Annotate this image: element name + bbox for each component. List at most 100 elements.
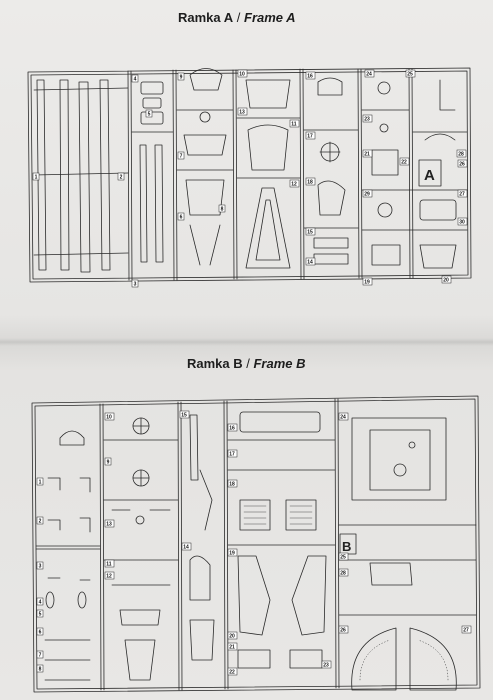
page-fold <box>0 338 493 346</box>
part-number-label: 1 <box>39 480 42 486</box>
part-label-box <box>104 412 115 421</box>
part-label-box <box>145 109 153 118</box>
part-label-box <box>104 559 115 568</box>
frame-b-letter: B <box>342 539 351 554</box>
part-label-box <box>338 568 349 577</box>
part-label-box <box>227 548 238 557</box>
part-label-box <box>305 257 316 266</box>
part-label-box <box>364 69 375 78</box>
part-number-label: 7 <box>180 154 183 160</box>
part-label-box <box>362 149 373 158</box>
part-number-label: 20 <box>229 634 235 640</box>
part-number-label: 21 <box>229 645 235 651</box>
part-label-box <box>237 107 248 116</box>
part-label-box <box>362 189 373 198</box>
part-label-box <box>321 660 332 669</box>
part-number-label: 8 <box>39 667 42 673</box>
part-label-box <box>104 457 112 466</box>
frame-a-letter: A <box>424 167 435 184</box>
part-number-label: 28 <box>340 571 346 577</box>
part-label-box <box>227 631 238 640</box>
part-label-box <box>456 149 467 158</box>
part-number-label: 19 <box>229 551 235 557</box>
part-label-box <box>218 204 226 213</box>
part-number-label: 5 <box>39 612 42 618</box>
part-number-label: 19 <box>364 280 370 286</box>
part-label-box <box>362 277 373 286</box>
part-label-box <box>461 625 472 634</box>
part-label-box <box>227 423 238 432</box>
part-number-label: 25 <box>340 555 346 561</box>
part-label-box <box>179 410 190 419</box>
part-label-box <box>36 627 44 636</box>
part-label-box <box>104 519 115 528</box>
part-label-box <box>36 516 44 525</box>
part-label-box <box>36 664 44 673</box>
part-number-label: 12 <box>291 182 297 188</box>
part-number-label: 28 <box>458 152 464 158</box>
part-label-box <box>104 571 115 580</box>
part-label-box <box>305 227 316 236</box>
part-label-box <box>117 172 125 181</box>
part-number-label: 9 <box>180 75 183 81</box>
part-number-label: 7 <box>39 653 42 659</box>
part-number-label: 22 <box>229 670 235 676</box>
part-number-label: 23 <box>323 663 329 669</box>
part-number-label: 26 <box>459 162 465 168</box>
part-label-box <box>305 131 316 140</box>
part-number-label: 1 <box>35 175 38 181</box>
part-number-label: 14 <box>183 545 189 551</box>
part-label-box <box>399 157 410 166</box>
frame-b-title-en: Frame B <box>253 356 306 371</box>
part-number-label: 5 <box>148 112 151 118</box>
frame-b-title-separator: / <box>242 356 254 371</box>
part-label-box <box>32 172 40 181</box>
part-label-box <box>457 217 468 226</box>
part-number-label: 18 <box>229 482 235 488</box>
part-label-box <box>405 69 416 78</box>
part-label-box <box>177 212 185 221</box>
part-number-label: 10 <box>239 72 245 78</box>
part-number-label: 16 <box>307 74 313 80</box>
part-label-box <box>227 449 238 458</box>
part-label-box <box>457 189 468 198</box>
part-label-box <box>227 667 238 676</box>
part-label-box <box>305 71 316 80</box>
frame-a-title-pl: Ramka A <box>178 10 234 25</box>
part-number-label: 4 <box>134 77 137 83</box>
part-label-box <box>305 177 316 186</box>
part-label-box <box>441 275 452 284</box>
part-label-box <box>131 74 139 83</box>
frame-a-title-separator: / <box>233 10 244 25</box>
part-label-box <box>177 72 185 81</box>
frame-a-sprue <box>27 67 472 283</box>
part-number-label: 18 <box>307 180 313 186</box>
part-number-label: 29 <box>364 192 370 198</box>
part-number-label: 4 <box>39 600 42 606</box>
part-label-box <box>362 114 373 123</box>
part-number-label: 17 <box>229 452 235 458</box>
part-number-label: 11 <box>106 562 112 568</box>
part-label-box <box>338 412 349 421</box>
part-number-label: 24 <box>366 72 372 78</box>
part-label-box <box>36 609 44 618</box>
part-number-label: 10 <box>106 415 112 421</box>
part-label-box <box>289 119 300 128</box>
part-label-box <box>36 650 44 659</box>
part-label-box <box>177 151 185 160</box>
part-number-label: 20 <box>443 278 449 284</box>
part-label-box <box>181 542 192 551</box>
frame-b-sprue <box>31 395 481 693</box>
part-number-label: 14 <box>307 260 313 266</box>
part-number-label: 8 <box>221 207 224 213</box>
part-number-label: 2 <box>120 175 123 181</box>
part-number-label: 12 <box>106 574 112 580</box>
part-number-label: 13 <box>239 110 245 116</box>
part-number-label: 3 <box>39 564 42 570</box>
part-label-box <box>131 279 139 288</box>
part-label-box <box>36 561 44 570</box>
part-number-label: 17 <box>307 134 313 140</box>
